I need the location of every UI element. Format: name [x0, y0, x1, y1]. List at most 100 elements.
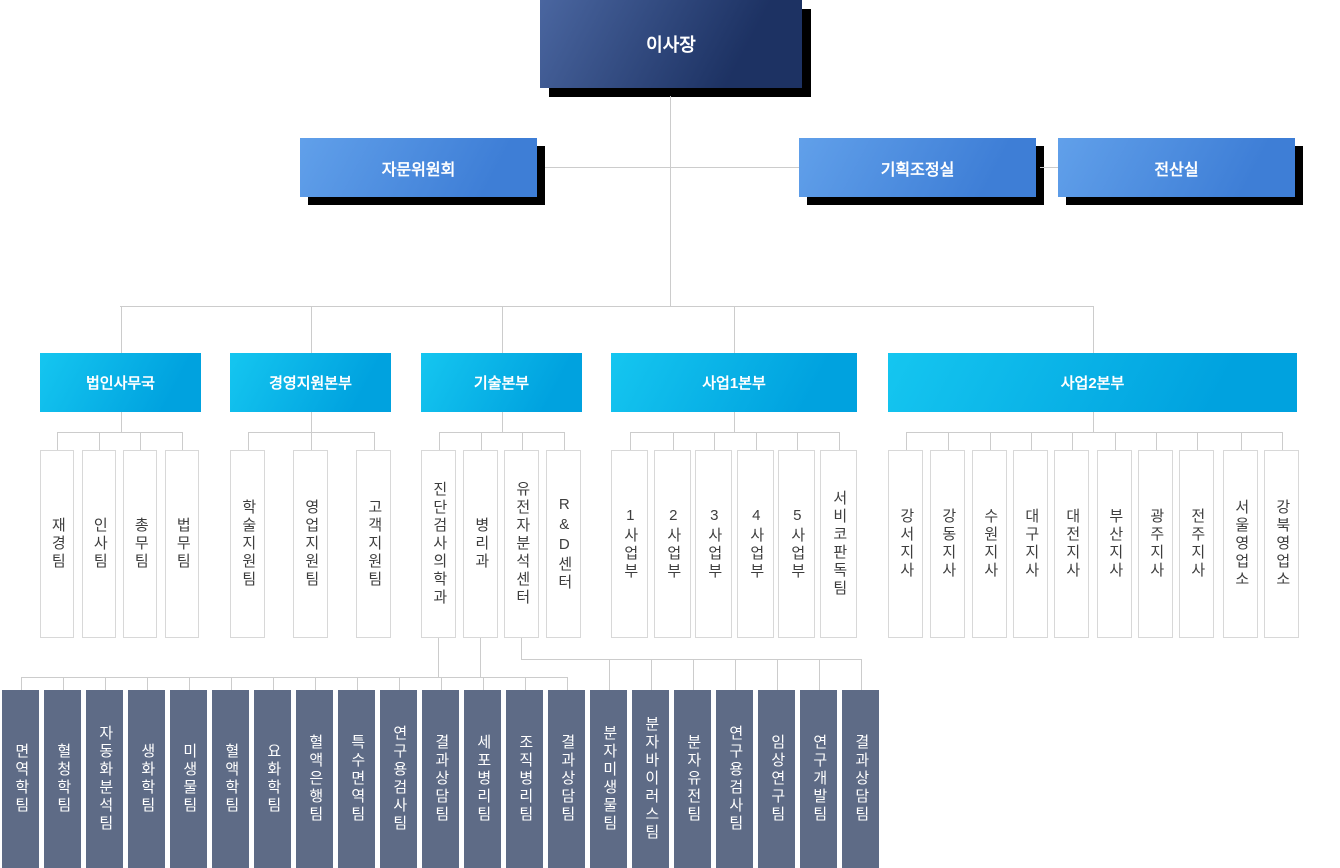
connector-line	[947, 432, 949, 450]
org-node-subteam: 특수면역팀	[338, 690, 375, 868]
org-node-subteam: 조직병리팀	[506, 690, 543, 868]
connector-line	[104, 677, 106, 690]
connector-line	[120, 306, 1093, 307]
connector-line	[1040, 167, 1058, 168]
connector-line	[860, 659, 862, 690]
org-node-subteam: 임상연구팀	[758, 690, 795, 868]
org-node-subteam: 연구개발팀	[800, 690, 837, 868]
connector-line	[438, 432, 564, 433]
org-node-subteam: 생화학팀	[128, 690, 165, 868]
connector-line	[501, 306, 503, 353]
org-node-team: 강북영업소	[1264, 450, 1299, 638]
connector-line	[734, 659, 736, 690]
connector-line	[310, 306, 312, 353]
org-node-subteam: 결과상담팀	[548, 690, 585, 868]
connector-line	[670, 96, 671, 306]
org-node-subteam: 분자미생물팀	[590, 690, 627, 868]
org-node-team: R&D센터	[546, 450, 581, 638]
org-node-planning-coordination: 기획조정실	[799, 138, 1036, 197]
connector-line	[247, 432, 249, 450]
org-node-team: 대전지사	[1054, 450, 1089, 638]
connector-line	[438, 638, 439, 677]
org-node-team: 부산지사	[1097, 450, 1132, 638]
connector-line	[230, 677, 232, 690]
connector-line	[1092, 306, 1094, 353]
connector-line	[120, 306, 122, 353]
org-node-subteam: 혈액은행팀	[296, 690, 333, 868]
connector-line	[650, 659, 652, 690]
connector-line	[1114, 432, 1116, 450]
connector-line	[521, 638, 522, 659]
connector-line	[1196, 432, 1198, 450]
connector-line	[272, 677, 274, 690]
org-node-team: 4사업부	[737, 450, 774, 638]
org-node-subteam: 미생물팀	[170, 690, 207, 868]
connector-line	[545, 167, 799, 168]
org-node-team: 병리과	[463, 450, 498, 638]
connector-line	[373, 432, 375, 450]
connector-line	[314, 677, 316, 690]
connector-line	[20, 677, 22, 690]
connector-line	[57, 432, 182, 433]
connector-line	[188, 677, 190, 690]
org-node-team: 서비코판독팀	[820, 450, 857, 638]
connector-line	[1240, 432, 1242, 450]
connector-line	[566, 677, 568, 690]
connector-line	[398, 677, 400, 690]
org-node-team: 영업지원팀	[293, 450, 328, 638]
org-node-team: 수원지사	[972, 450, 1007, 638]
connector-line	[563, 432, 565, 450]
connector-line	[1155, 432, 1157, 450]
connector-line	[1071, 432, 1073, 450]
connector-line	[796, 432, 798, 450]
org-node-team: 고객지원팀	[356, 450, 391, 638]
org-node-team: 법무팀	[165, 450, 199, 638]
connector-line	[99, 432, 100, 450]
org-node-division: 경영지원본부	[230, 353, 391, 412]
connector-line	[776, 659, 778, 690]
org-node-it-room: 전산실	[1058, 138, 1295, 197]
connector-line	[818, 659, 820, 690]
org-node-subteam: 혈청학팀	[44, 690, 81, 868]
org-node-subteam: 분자바이러스팀	[632, 690, 669, 868]
connector-line	[57, 432, 58, 450]
org-node-division: 기술본부	[421, 353, 582, 412]
connector-line	[989, 432, 991, 450]
org-node-team: 1사업부	[611, 450, 648, 638]
connector-line	[1092, 412, 1094, 432]
org-node-team: 2사업부	[654, 450, 691, 638]
connector-line	[521, 432, 523, 450]
connector-line	[310, 432, 312, 450]
org-node-subteam: 세포병리팀	[464, 690, 501, 868]
org-node-chairman: 이사장	[540, 0, 802, 88]
connector-line	[482, 677, 484, 690]
org-node-team: 유전자분석센터	[504, 450, 539, 638]
org-node-subteam: 결과상담팀	[842, 690, 879, 868]
org-node-team: 대구지사	[1013, 450, 1048, 638]
org-node-subteam: 분자유전팀	[674, 690, 711, 868]
org-node-advisory-committee: 자문위원회	[300, 138, 537, 197]
connector-line	[501, 412, 503, 432]
org-node-team: 3사업부	[695, 450, 732, 638]
connector-line	[608, 659, 610, 690]
org-node-team: 광주지사	[1138, 450, 1173, 638]
connector-line	[629, 432, 631, 450]
org-node-subteam: 혈액학팀	[212, 690, 249, 868]
connector-line	[521, 659, 861, 660]
org-node-team: 학술지원팀	[230, 450, 265, 638]
org-node-subteam: 자동화분석팀	[86, 690, 123, 868]
org-node-subteam: 결과상담팀	[422, 690, 459, 868]
org-node-subteam: 면역학팀	[2, 690, 39, 868]
org-node-team: 재경팀	[40, 450, 74, 638]
connector-line	[672, 432, 674, 450]
connector-line	[692, 659, 694, 690]
connector-line	[734, 412, 735, 432]
org-node-team: 진단검사의학과	[421, 450, 456, 638]
connector-line	[182, 432, 183, 450]
org-node-subteam: 요화학팀	[254, 690, 291, 868]
org-node-division: 사업1본부	[611, 353, 857, 412]
org-node-team: 강서지사	[888, 450, 923, 638]
connector-line	[524, 677, 526, 690]
org-node-team: 전주지사	[1179, 450, 1214, 638]
